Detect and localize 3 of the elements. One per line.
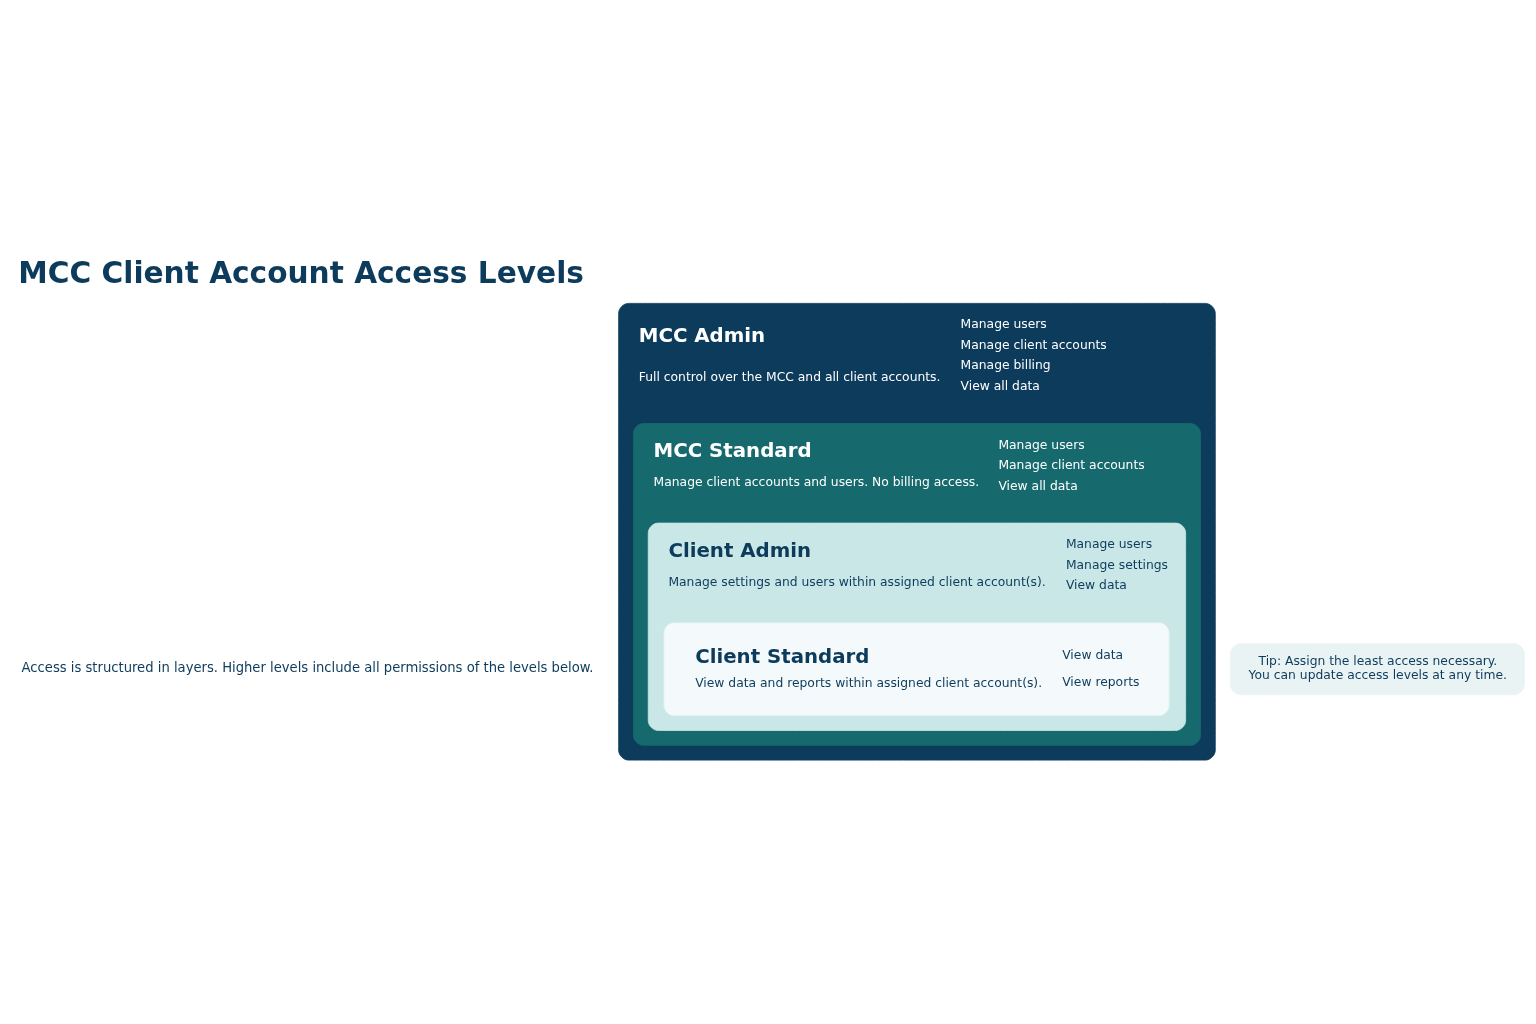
node-box: Client Standard View data and reports within assigned client account(s). View data View reports xyxy=(663,622,1170,717)
label: Access is structured in layers. Higher levels include all permissions of the levels below. xyxy=(21,660,594,676)
diagram-title: MCC Client Account Access Levels xyxy=(18,256,584,291)
